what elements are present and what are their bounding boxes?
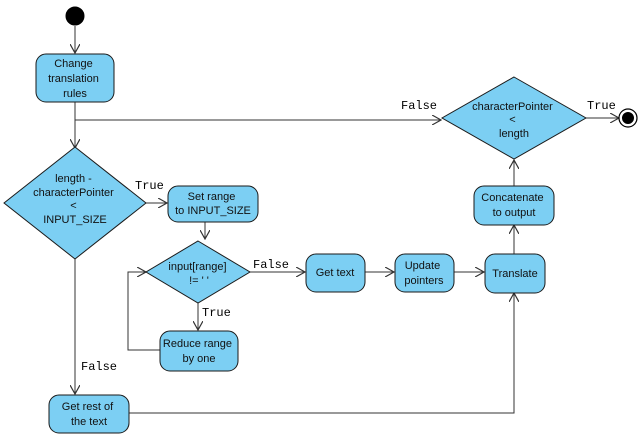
final-node bbox=[618, 108, 638, 128]
text-decision-space: input[range] != ' ' bbox=[168, 261, 229, 287]
node-get-text bbox=[305, 253, 366, 293]
node-texts: Change translation rules length - charac… bbox=[33, 58, 556, 428]
node-change-rules bbox=[35, 53, 115, 103]
initial-node bbox=[65, 6, 85, 26]
node-decision-end bbox=[440, 76, 588, 160]
label-remaining-true: True bbox=[135, 179, 164, 193]
text-get-text: Get text bbox=[316, 267, 355, 279]
edge-reduce-loop-back bbox=[127, 272, 160, 351]
text-set-range: Set range to INPUT_SIZE bbox=[175, 191, 251, 217]
node-decision-remaining bbox=[3, 146, 147, 260]
label-space-true: True bbox=[202, 306, 231, 320]
text-reduce-range: Reduce range by one bbox=[163, 338, 235, 365]
text-concatenate: Concatenate to output bbox=[481, 192, 546, 219]
text-update-pointers: Update pointers bbox=[404, 260, 444, 287]
label-remaining-false: False bbox=[81, 360, 117, 374]
label-loop-false: False bbox=[401, 99, 437, 113]
edges bbox=[75, 26, 619, 414]
edge-labels: False True True False False True bbox=[81, 99, 616, 374]
text-change-rules: Change translation rules bbox=[48, 58, 102, 100]
label-end-true: True bbox=[587, 99, 616, 113]
node-concatenate bbox=[473, 185, 555, 226]
node-translate bbox=[484, 253, 546, 294]
label-space-false: False bbox=[253, 258, 289, 272]
nodes bbox=[3, 6, 638, 434]
text-decision-end: characterPointer < length bbox=[472, 101, 556, 140]
edge-get-rest-to-translate bbox=[129, 293, 514, 414]
node-get-rest bbox=[48, 394, 130, 434]
text-translate: Translate bbox=[492, 268, 537, 280]
text-get-rest: Get rest of the text bbox=[62, 401, 116, 428]
node-update-pointers bbox=[394, 253, 455, 293]
node-decision-space bbox=[145, 240, 251, 304]
text-decision-remaining: length - characterPointer < INPUT_SIZE bbox=[33, 173, 117, 226]
node-reduce-range bbox=[159, 330, 239, 372]
node-set-range bbox=[167, 185, 259, 223]
